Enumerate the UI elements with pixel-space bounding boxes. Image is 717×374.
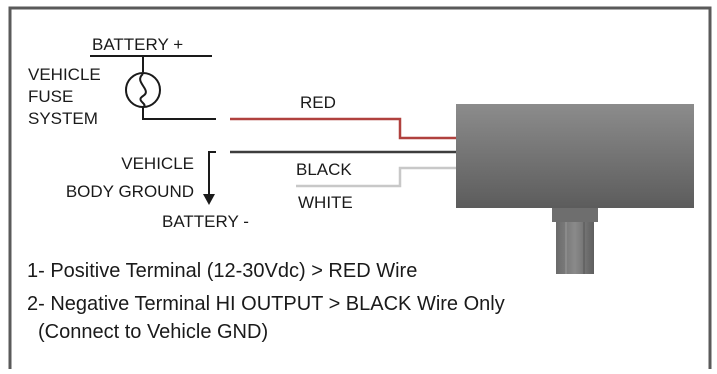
ground-bracket [208,151,216,166]
sensor-stem [556,222,594,274]
battery-minus-label: BATTERY - [162,212,249,231]
white-wire [296,166,458,188]
red-wire-label: RED [300,93,336,112]
sensor-icon [456,104,694,274]
fuse-lead-bottom [142,107,216,120]
down-arrow-icon [203,194,215,205]
sensor-body [456,104,694,208]
diagram-border [8,6,712,369]
vehicle-fuse-label-2: FUSE [28,87,73,106]
note-negative-terminal: 2- Negative Terminal HI OUTPUT > BLACK W… [27,293,505,315]
sensor-fitting [552,208,598,222]
note-connect-gnd: (Connect to Vehicle GND) [38,321,268,343]
vehicle-fuse-label-3: SYSTEM [28,109,98,128]
black-wire-label: BLACK [296,160,352,179]
battery-plus-label: BATTERY + [92,35,183,54]
red-wire [230,117,458,140]
white-wire-label: WHITE [298,193,353,212]
vehicle-fuse-label-1: VEHICLE [28,65,101,84]
fuse-icon [125,72,161,108]
body-ground-label-1: VEHICLE [121,154,194,173]
body-ground-label-2: BODY GROUND [66,182,194,201]
note-positive-terminal: 1- Positive Terminal (12-30Vdc) > RED Wi… [27,260,417,282]
